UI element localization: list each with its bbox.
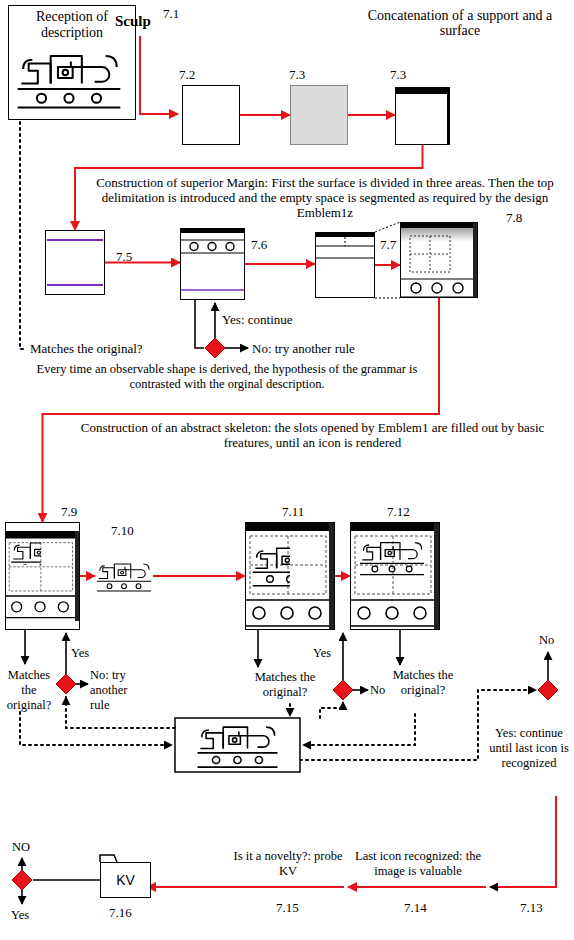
margin-drawing	[315, 222, 400, 298]
icon-shape: 7.10	[95, 560, 153, 592]
glyph-drawing	[18, 56, 121, 107]
kv-folder: KV7.16	[100, 862, 151, 898]
annotation-text: Yes	[313, 646, 341, 661]
annotation-text: Is it a novelty?: probe KV	[232, 849, 344, 879]
annotation-text: Matches the original?	[236, 670, 334, 700]
flow-arrow	[335, 575, 350, 577]
step-box: 7.8	[400, 222, 478, 298]
callout-number: 7.14	[404, 900, 438, 915]
margin-drawing	[400, 222, 478, 298]
annotation-text: No	[370, 683, 388, 698]
red-arrow	[147, 796, 556, 887]
annotation-text: Sculp	[115, 14, 165, 29]
callout-number: 7.3	[390, 67, 406, 82]
step-box: 7.6	[180, 228, 245, 300]
annotation-text: No: try another rule	[90, 668, 148, 713]
callout-number: 7.3	[289, 67, 305, 82]
callout-number: 7.1	[163, 6, 188, 21]
annotation-text: Concatenation of a support and a surface	[360, 8, 560, 38]
flow-arrow	[43, 298, 440, 522]
callout-number: 7.6	[251, 237, 267, 252]
decision-line	[22, 300, 548, 904]
annotation-text: Yes: continue until last icon is recogni…	[486, 726, 572, 771]
callout-number: 7.2	[179, 67, 195, 82]
flow-arrow	[375, 264, 400, 266]
step-box: 7.5	[45, 230, 105, 295]
annotation-text: Matches the original?	[1, 668, 57, 713]
annotation-text: Yes: continue	[222, 312, 317, 327]
step-square: 7.3	[395, 87, 450, 145]
callout-number: 7.12	[387, 504, 410, 519]
annotation-text: Construction of an abstract skeleton: th…	[60, 420, 565, 450]
callout-number: 7.10	[111, 523, 134, 538]
annotation-text: Yes	[71, 646, 99, 661]
red-arrow	[140, 36, 178, 114]
icon-drawing	[97, 564, 151, 591]
flow-arrow	[153, 575, 245, 577]
annotation-text: Yes	[11, 908, 41, 923]
top-band	[395, 87, 450, 94]
step-square: 7.2	[182, 85, 240, 145]
callout-number: 7.16	[109, 905, 132, 920]
step-box: 7.9	[5, 522, 80, 630]
folder-tab	[100, 855, 117, 862]
margin-lines	[47, 240, 103, 285]
callout-number: 7.11	[282, 504, 304, 519]
callout-number: 7.7	[380, 237, 396, 252]
flow-arrow	[240, 114, 290, 116]
flow-arrow	[80, 575, 95, 577]
flow-arrow	[348, 114, 395, 116]
annotation-text: No: try another rule	[252, 341, 402, 356]
flow-arrow	[245, 263, 315, 265]
annotation-text: Every time an observable shape is derive…	[22, 362, 432, 392]
step-box: 7.11	[245, 522, 335, 630]
step-box: 7.7	[315, 232, 375, 298]
annotation-text: No	[539, 633, 564, 648]
callout-number: 7.13	[520, 900, 554, 915]
annotation-text: NO	[12, 840, 40, 855]
step-square: 7.3	[290, 85, 348, 145]
annotation-text: Matches the original?	[388, 668, 458, 698]
reference-box	[175, 718, 300, 772]
callout-number: 7.15	[276, 900, 310, 915]
margin-drawing	[180, 228, 245, 290]
step-box: 7.12	[350, 522, 440, 630]
box-label: KV	[101, 863, 150, 888]
callout-number: 7.5	[116, 249, 132, 264]
annotation-text: Construction of superior Margin: First t…	[84, 175, 566, 220]
callout-number: 7.8	[506, 210, 522, 225]
callout-number: 7.9	[61, 504, 77, 519]
annotation-text: Last icon recognized: the image is valua…	[350, 849, 486, 879]
annotation-text: Matches the original?	[30, 341, 180, 356]
skeleton-drawing	[5, 522, 440, 630]
